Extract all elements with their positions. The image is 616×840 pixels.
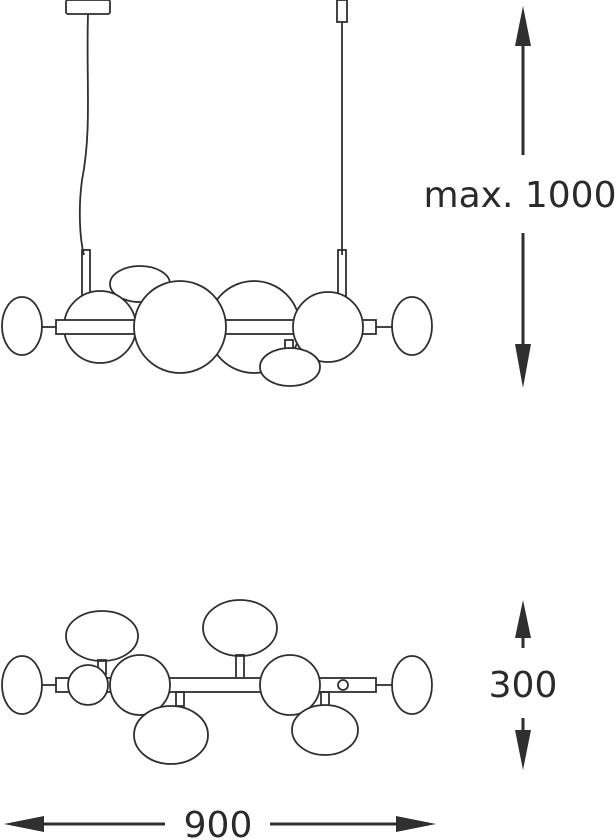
depth-dimension-label: 300 (489, 665, 558, 706)
top-globe-upper-center (202, 599, 278, 657)
globe-front-small (259, 347, 321, 387)
top-globe-lower-left (133, 705, 209, 765)
globe-end-left (1, 296, 43, 356)
top-rod-mount (337, 679, 349, 691)
ceiling-canopy-left (65, 0, 111, 15)
top-globe-lower-right (291, 704, 359, 756)
ceiling-canopy-right (336, 0, 348, 23)
top-holder-lower-right (320, 691, 330, 707)
arrowhead-down-icon (515, 730, 531, 770)
globe-front-right (292, 291, 364, 363)
top-view (1, 599, 433, 765)
top-globe-left (109, 654, 171, 716)
arrowhead-up-icon (515, 6, 531, 46)
width-dimension-arrow (4, 816, 436, 832)
top-globe-upper-left (65, 610, 139, 662)
arrowhead-up-icon (515, 600, 531, 638)
suspension-cable-left (78, 13, 89, 256)
top-globe-small-left (67, 664, 109, 706)
top-globe-end-right (391, 655, 433, 715)
depth-dimension-arrow (515, 600, 531, 770)
globe-front-center (133, 280, 227, 374)
arrowhead-right-icon (396, 816, 436, 832)
side-view (1, 0, 433, 387)
arrowhead-down-icon (515, 344, 531, 388)
top-holder-center (235, 654, 245, 680)
top-globe-right (259, 654, 321, 716)
height-dimension-label: max. 1000 (424, 175, 616, 216)
width-dimension-label: 900 (184, 805, 253, 840)
arrowhead-left-icon (4, 816, 44, 832)
top-globe-end-left (1, 655, 43, 715)
top-holder-lower-left (175, 691, 185, 707)
globe-end-right (391, 296, 433, 356)
height-dimension-arrow (515, 6, 531, 388)
